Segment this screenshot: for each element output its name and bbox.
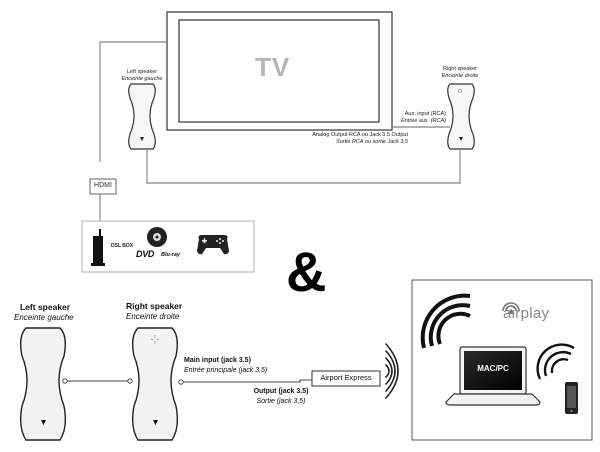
dsl-box-label: DSL BOX — [111, 243, 134, 249]
bottom-right-speaker — [127, 327, 184, 441]
tv-label: TV — [255, 52, 291, 82]
airplay-logo: airplay — [503, 305, 550, 322]
bottom-left-speaker — [19, 327, 68, 441]
phone-icon — [565, 382, 578, 414]
top-right-speaker — [447, 83, 475, 150]
top-right-speaker-title: Right speaker — [443, 66, 477, 72]
logo-mark-icon — [153, 420, 158, 425]
aux-input-label: Aux. input (RCA) — [404, 111, 446, 117]
logo-mark-icon — [140, 137, 144, 141]
top-right-speaker-subtitle: Enceinte droite — [441, 73, 479, 79]
logo-mark-icon — [459, 137, 463, 141]
ampersand: & — [286, 240, 327, 303]
gamepad-icon — [197, 235, 229, 255]
output-sublabel: Sortie (jack 3,5) — [256, 398, 306, 405]
main-input-label: Main input (jack 3.5) — [184, 357, 251, 364]
logo-mark-icon — [41, 420, 46, 425]
top-left-speaker-subtitle: Enceinte gauche — [121, 76, 163, 82]
bottom-left-speaker-title: Left speaker — [20, 302, 71, 312]
tv — [166, 11, 393, 131]
laptop-screen-label: MAC/PC — [477, 364, 509, 373]
phone-wifi-icon — [536, 343, 575, 380]
top-left-speaker — [128, 83, 156, 150]
disc-icon — [147, 227, 167, 247]
hdmi-label: HDMI — [94, 182, 112, 189]
airplay-icon — [502, 302, 520, 314]
bottom-right-speaker-title: Right speaker — [126, 301, 183, 311]
laptop — [445, 346, 541, 406]
aux-input-sublabel: Entrée aux. (RCA) — [401, 118, 446, 124]
dvd-logo: DVD — [136, 249, 155, 259]
main-input-sublabel: Entrée principale (jack 3,5) — [184, 367, 268, 374]
jack-port-icon — [127, 378, 133, 384]
bottom-left-speaker-subtitle: Enceinte gauche — [14, 313, 74, 322]
airport-express-box — [311, 370, 381, 387]
hdmi-box — [89, 178, 117, 195]
airport-wifi-icon — [385, 343, 399, 399]
top-left-speaker-title: Left speaker — [126, 69, 158, 75]
output-label: Output (jack 3.5) — [253, 388, 309, 395]
audio-cable — [181, 379, 312, 383]
dsl-box-icon — [91, 229, 105, 266]
analog-output-label: Analog Output RCA ou Jack 3.5 Output — [312, 132, 408, 138]
bottom-right-speaker-subtitle: Enceinte droite — [126, 312, 180, 321]
laptop-wifi-icon — [420, 293, 471, 349]
analog-output-sublabel: Sortie RCA ou sortie Jack 3,5 — [336, 139, 408, 145]
jack-port-icon — [178, 379, 184, 385]
bluray-logo: Blu-ray — [161, 252, 180, 258]
airport-express-label: Airport Express — [320, 373, 372, 382]
jack-port-icon — [62, 378, 68, 384]
